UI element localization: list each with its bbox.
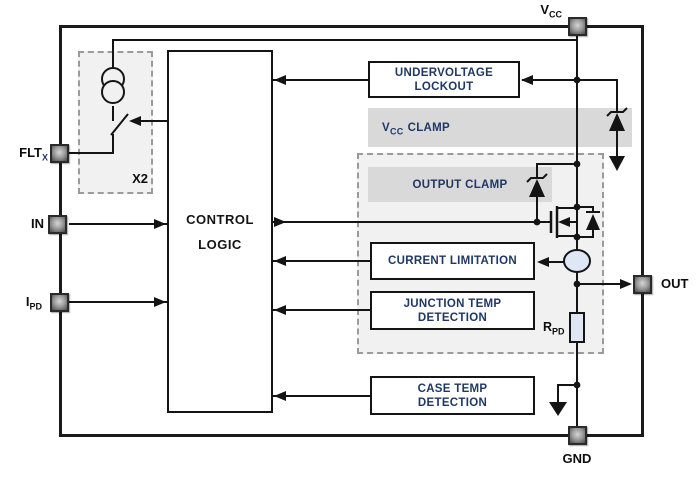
wire-out-branch <box>577 279 632 289</box>
pulldown-resistor-label: RPD <box>543 320 565 337</box>
junction-temp-line2: DETECTION <box>417 311 488 324</box>
clamp-discharge-arrow-icon <box>609 156 625 171</box>
ic-boundary <box>59 25 644 437</box>
control-logic-block: CONTROL LOGIC <box>167 50 273 413</box>
wire-vcc-top-link <box>112 39 577 68</box>
wire-gate-drive <box>273 217 550 227</box>
ipd-pin-pad <box>50 293 69 312</box>
wire-current-limitation <box>273 256 564 267</box>
current-source-icon <box>101 67 125 104</box>
wire-case-temp <box>273 391 370 401</box>
vcc-clamp-zener-icon <box>577 79 628 171</box>
in-pin-pad <box>48 215 67 234</box>
output-clamp-label: OUTPUT CLAMP <box>412 178 508 191</box>
junction-temp-line1: JUNCTION TEMP <box>403 297 502 310</box>
output-clamp-zener-icon <box>526 163 577 222</box>
out-pin-label: OUT <box>661 276 689 291</box>
out-pin-pad <box>633 275 652 294</box>
current-limitation-block: CURRENT LIMITATION <box>370 242 535 280</box>
output-clamp-band: OUTPUT CLAMP <box>368 167 552 202</box>
ground-arrow-icon <box>549 384 577 416</box>
x2-multiplier-label: X2 <box>132 171 148 186</box>
wire-uvlo <box>273 75 577 85</box>
fltx-pin-label: FLTX <box>19 145 48 163</box>
wire-junction-temp <box>273 305 370 315</box>
control-logic-line2: LOGIC <box>198 236 242 252</box>
wire-ipd-input <box>69 297 167 307</box>
uvlo-line1: UNDERVOLTAGE <box>394 66 494 79</box>
mosfet-icon <box>549 206 577 238</box>
wire-in-input <box>69 219 167 229</box>
junction-temp-detection-block: JUNCTION TEMP DETECTION <box>370 291 535 330</box>
pulldown-resistor-icon <box>569 312 585 343</box>
in-pin-label: IN <box>31 216 44 231</box>
vcc-pin-label: VCC <box>540 2 562 20</box>
uvlo-line2: LOCKOUT <box>414 80 474 93</box>
control-logic-line1: CONTROL <box>186 211 254 227</box>
ipd-pin-label: IPD <box>25 294 42 312</box>
junction-dots <box>533 76 581 389</box>
case-temp-line2: DETECTION <box>417 396 488 409</box>
case-temp-detection-block: CASE TEMP DETECTION <box>370 376 535 415</box>
current-limitation-label: CURRENT LIMITATION <box>388 255 517 267</box>
case-temp-line1: CASE TEMP <box>417 382 488 395</box>
undervoltage-lockout-block: UNDERVOLTAGE LOCKOUT <box>368 61 520 98</box>
gnd-pin-pad <box>568 426 587 445</box>
body-diode-icon <box>577 206 600 238</box>
switch-icon <box>69 106 129 154</box>
fltx-pin-pad <box>50 144 69 163</box>
vcc-pin-pad <box>568 17 587 36</box>
wire-switch-control <box>129 116 167 126</box>
gnd-pin-label: GND <box>562 451 592 466</box>
